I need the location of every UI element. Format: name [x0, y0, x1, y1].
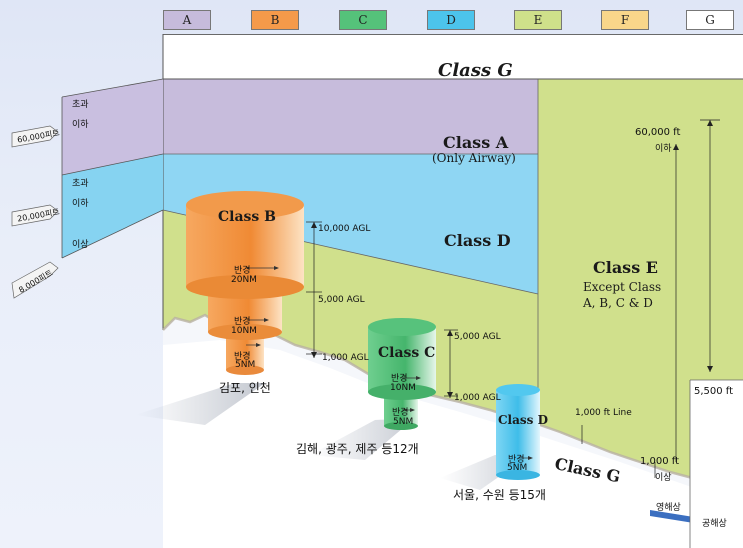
legend-g: G: [686, 10, 734, 30]
side-over-mid: 초과: [72, 179, 89, 189]
class-b-agl-10000: 10,000 AGL: [318, 224, 371, 234]
class-g-top-label: Class G: [438, 60, 513, 81]
class-b-agl-1000: 1,000 AGL: [322, 353, 369, 363]
class-c-r1-value: 10NM: [390, 383, 416, 393]
legend-a: A: [163, 10, 211, 30]
class-a-band: [163, 79, 538, 154]
class-b-agl-5000: 5,000 AGL: [318, 295, 365, 305]
tag-8000: [11, 261, 59, 299]
class-b-cylinder: [186, 191, 304, 375]
class-b-r1-value: 20NM: [231, 275, 257, 285]
right-60000-label: 60,000 ft: [635, 127, 681, 138]
class-d-cylinder: [496, 384, 540, 480]
class-d-title: Class D: [498, 413, 548, 427]
class-d-r1-value: 5NM: [507, 463, 528, 473]
right-5500-label: 5,500 ft: [694, 386, 734, 397]
class-c-agl-1000: 1,000 AGL: [454, 393, 501, 403]
side-under-mid: 이하: [72, 199, 89, 209]
class-b-r2-word: 반경: [234, 317, 251, 327]
side-above-low: 이상: [72, 240, 89, 250]
side-face-a: [62, 79, 163, 175]
tag-20000: [11, 204, 59, 227]
international-sea-label: 공해상: [702, 519, 727, 529]
class-b-r3-value: 5NM: [235, 360, 256, 370]
class-g-top-band: [163, 34, 743, 79]
territorial-sea-label: 영해상: [656, 503, 681, 513]
class-e-note-1: Except Class: [583, 280, 662, 294]
legend-b: B: [251, 10, 299, 30]
sea-strip: [650, 510, 700, 524]
class-a-label: Class A: [443, 133, 509, 152]
side-under-top: 이하: [72, 120, 89, 130]
class-b-r3-word: 반경: [234, 352, 251, 362]
legend-f: F: [601, 10, 649, 30]
class-b-r1-word: 반경: [234, 266, 251, 276]
class-c-title: Class C: [378, 345, 436, 361]
class-d-r1-word: 반경: [508, 455, 525, 465]
class-b-airports: 김포, 인천: [219, 381, 271, 395]
class-b-title: Class B: [218, 209, 277, 225]
class-c-airports: 김해, 광주, 제주 등12개: [296, 442, 419, 456]
class-c-r2-value: 5NM: [393, 417, 414, 427]
legend-e: E: [514, 10, 562, 30]
class-e-label: Class E: [593, 258, 658, 277]
right-above-label: 이상: [655, 473, 672, 483]
class-c-agl-5000: 5,000 AGL: [454, 332, 501, 342]
class-c-r1-word: 반경: [391, 374, 408, 384]
shadow-b: [135, 383, 265, 425]
right-under-label: 이하: [655, 144, 672, 154]
side-face-d: [62, 154, 163, 258]
tag-60000: [11, 125, 59, 148]
class-b-r2-value: 10NM: [231, 326, 257, 336]
class-e-note-2: A, B, C & D: [583, 296, 653, 310]
legend-d: D: [427, 10, 475, 30]
class-c-cylinder: [368, 318, 436, 430]
class-d-airports: 서울, 수원 등15개: [453, 488, 546, 502]
class-c-r2-word: 반경: [392, 408, 409, 418]
right-1000-label: 1,000 ft: [640, 456, 680, 467]
legend-c: C: [339, 10, 387, 30]
side-over-top: 초과: [72, 100, 89, 110]
class-a-note: (Only Airway): [432, 151, 516, 165]
line-1000-label: 1,000 ft Line: [575, 408, 632, 418]
class-d-band-label: Class D: [444, 231, 511, 250]
